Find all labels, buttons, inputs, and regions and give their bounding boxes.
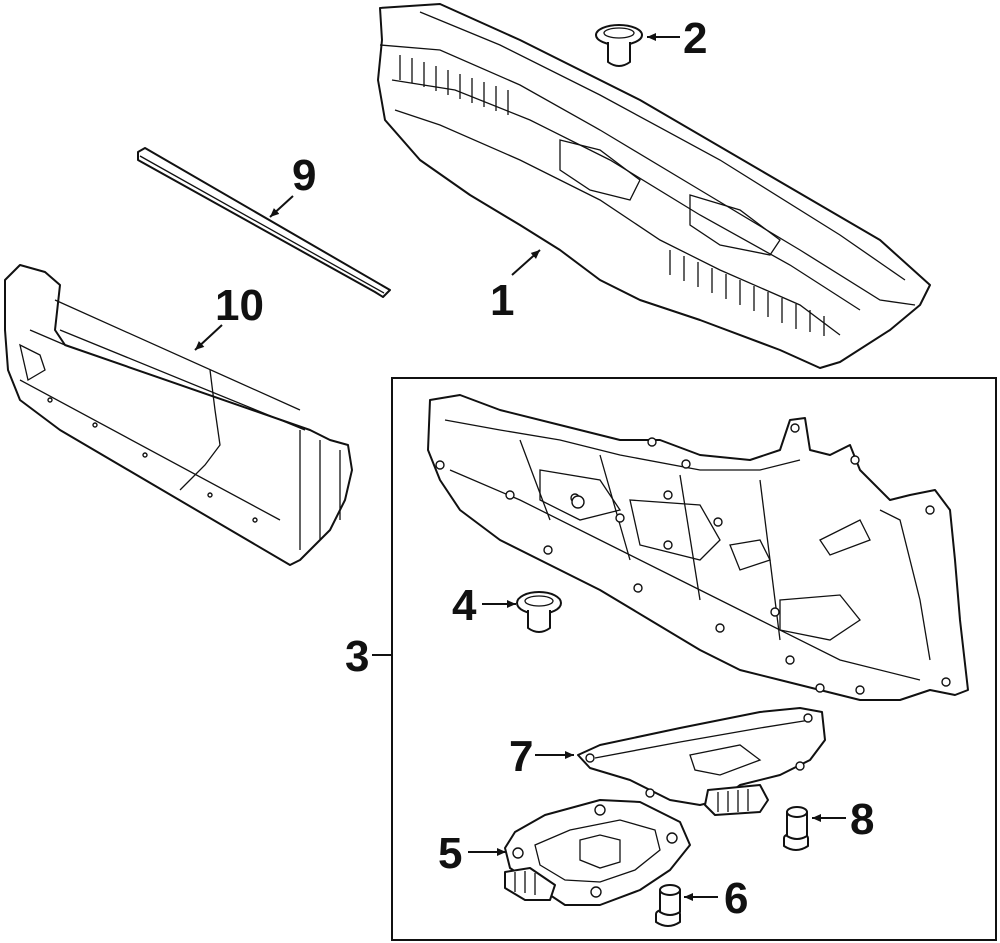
leader-9 (269, 195, 294, 218)
callout-numbers: 2 9 10 1 3 4 7 5 6 8 (215, 14, 874, 923)
callout-2: 2 (683, 14, 707, 63)
callout-7: 7 (509, 732, 533, 781)
part-9-seal-strip (137, 147, 391, 298)
callout-5: 5 (438, 829, 462, 878)
callout-1: 1 (490, 276, 514, 325)
part-8-bolt (783, 806, 809, 851)
part-3-group-box (372, 377, 997, 941)
part-2-push-pin (595, 24, 643, 67)
part-4-push-pin (516, 591, 562, 633)
part-7-side-shield (577, 707, 826, 816)
callout-4: 4 (452, 581, 477, 630)
callout-6: 6 (724, 874, 748, 923)
leader-1 (511, 249, 541, 276)
leader-lines (194, 33, 846, 901)
callout-10: 10 (215, 281, 264, 330)
callout-8: 8 (850, 795, 874, 844)
leader-10 (194, 324, 223, 351)
part-10-air-guide (4, 264, 353, 566)
callout-3: 3 (345, 632, 369, 681)
callout-9: 9 (292, 151, 316, 200)
part-1-radiator-cover (377, 3, 931, 369)
part-3-splash-shield (427, 394, 969, 701)
part-6-bolt (655, 884, 681, 927)
part-5-panel (504, 799, 691, 906)
